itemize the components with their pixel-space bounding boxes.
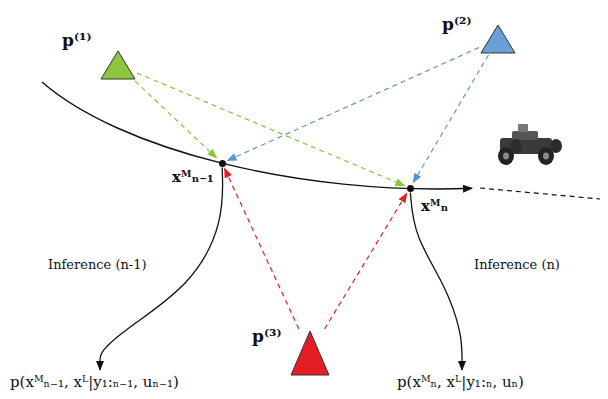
robot-deck [512,131,538,140]
pose-point: xᴹₙ [407,185,414,192]
landmark-shape [291,331,329,375]
edge-label-box: Inference (n) [472,254,562,273]
pose-point: xᴹₙ₋₁ [219,160,226,167]
formula-text: p(xᴹₙ, xᴸ|y₁:ₙ, uₙ) [397,373,524,391]
formula-text: p(xᴹₙ₋₁, xᴸ|y₁:ₙ₋₁, uₙ₋₁) [10,373,179,391]
landmark-shape [481,25,515,53]
landmark-triangle: p⁽¹⁾ [100,50,136,80]
observation-arrow [413,55,488,183]
robot-trajectory [42,82,472,189]
robot-hub [543,153,549,160]
node-label-box: p⁽¹⁾ [62,30,91,50]
robot-hub [503,153,509,160]
observation-arrow [137,73,405,186]
observation-arrow [228,48,480,161]
node-label: p⁽²⁾ [442,14,471,34]
observation-arrow [225,169,299,330]
landmark-triangle: p⁽³⁾ [290,330,330,376]
inference-label: Inference (n) [474,257,560,272]
pose-dot [219,160,226,167]
node-label-box: xᴹₙ [421,197,448,215]
triangle-outline [480,24,516,54]
dot-outline [219,160,226,167]
inference-arrow [410,193,462,371]
landmark-shape [101,51,135,79]
posterior-formula: p(xᴹₙ₋₁, xᴸ|y₁:ₙ₋₁, uₙ₋₁) [8,372,181,392]
robot-wheel [510,139,522,153]
node-label: p⁽³⁾ [252,326,281,346]
robot-wheel [550,139,562,153]
inference-label: Inference (n-1) [48,257,147,272]
node-label: xᴹₙ [421,197,448,215]
node-label: xᴹₙ₋₁ [172,168,214,186]
node-label-box: xᴹₙ₋₁ [172,168,214,186]
node-label-box: p⁽²⁾ [442,14,471,34]
observation-arrow [325,194,407,330]
observation-arrow [135,81,217,158]
edge-label-box: Inference (n-1) [46,254,149,273]
dot-outline [407,185,414,192]
node-label: p⁽¹⁾ [62,30,91,50]
robot-icon [498,124,562,165]
future-trajectory [480,188,600,199]
pose-dot [407,185,414,192]
node-label-box: p⁽³⁾ [252,326,281,346]
triangle-outline [290,330,330,376]
landmark-triangle: p⁽²⁾ [480,24,516,54]
robot-sensor [518,124,528,132]
triangle-outline [100,50,136,80]
posterior-formula: p(xᴹₙ, xᴸ|y₁:ₙ, uₙ) [395,372,526,392]
